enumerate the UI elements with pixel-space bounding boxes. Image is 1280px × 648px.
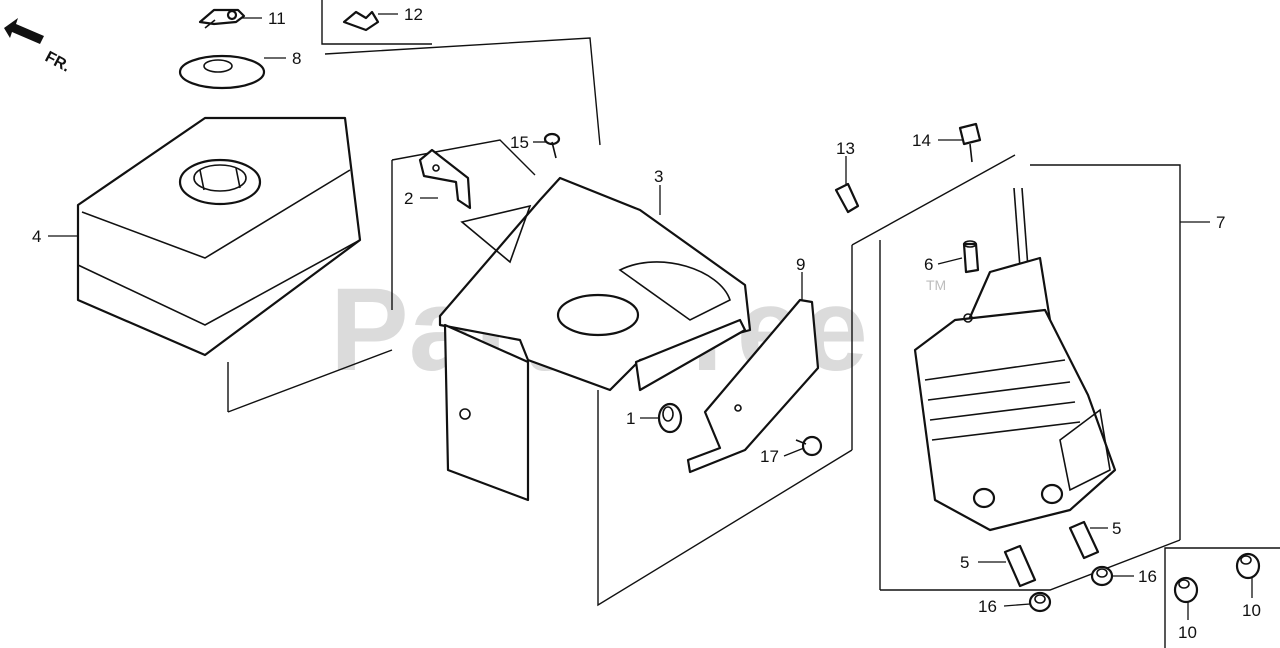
callout-10-left: 10 [1178,623,1197,642]
part-16-nut-lower [1028,591,1052,613]
part-12-wing-nut [342,10,380,32]
callout-3: 3 [654,167,663,186]
callout-15: 15 [510,133,529,152]
callout-5-lower: 5 [960,553,969,572]
part-4-fuel-tank [76,116,362,357]
callout-13: 13 [836,139,855,158]
part-3-shroud [438,176,752,502]
leader-lines [48,13,1253,620]
callout-16-upper: 16 [1138,567,1157,586]
part-6-collar [962,240,980,274]
callout-1: 1 [626,409,635,428]
part-8-gasket [178,54,266,90]
callout-2: 2 [404,189,413,208]
part-10-nut-right [1235,552,1261,580]
part-15-screw [543,132,561,159]
front-label: FR. [42,49,73,76]
callout-12: 12 [404,5,423,24]
watermark-trademark: TM [926,277,946,293]
part-17-bolt [795,435,823,457]
part-2-bracket [418,148,472,210]
part-11-clip [198,8,246,29]
assembly-frame-lines [227,0,1280,648]
callout-8: 8 [292,49,301,68]
callout-17: 17 [760,447,779,466]
part-5-tube-lower [1003,544,1037,588]
callout-7: 7 [1216,213,1225,232]
callout-10-right: 10 [1242,601,1261,620]
callout-9: 9 [796,255,805,274]
part-1-grommet [657,402,683,434]
callout-4: 4 [32,227,41,246]
callout-14: 14 [912,131,931,150]
part-5-tube-upper [1068,520,1100,560]
callout-11: 11 [268,9,286,28]
callout-5-upper: 5 [1112,519,1121,538]
part-9-side-cover [686,298,820,474]
part-14-bolt [958,122,982,163]
part-10-nut-left [1173,576,1199,604]
part-16-nut-upper [1090,565,1114,587]
part-13-plug [834,182,860,214]
front-arrow-icon [4,18,44,44]
part-7-air-cleaner-case [913,187,1117,532]
callout-16-lower: 16 [978,597,997,616]
callout-6: 6 [924,255,933,274]
